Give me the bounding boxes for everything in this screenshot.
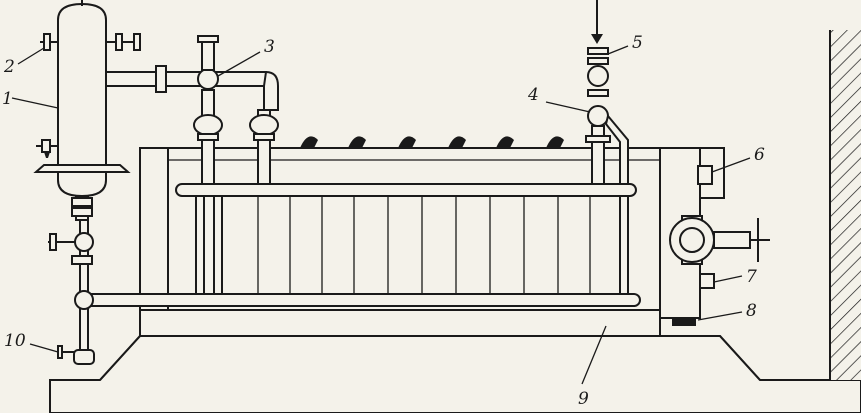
label-1: 1: [2, 89, 13, 109]
label-6: 6: [754, 145, 765, 165]
riser-pipe: [105, 35, 279, 185]
leader-lines: [11, 45, 751, 385]
label-5: 5: [632, 33, 643, 53]
upper-header-pipe: [175, 183, 637, 197]
top-burners: [300, 136, 564, 148]
side-chamber: [659, 147, 770, 326]
label-9: 9: [578, 389, 589, 409]
part-labels: 1 2 3 4 5 6 7 8 9 10: [2, 33, 765, 409]
label-4: 4: [527, 85, 539, 105]
label-2: 2: [3, 57, 15, 77]
label-3: 3: [264, 37, 275, 57]
furnace-body: [139, 147, 700, 337]
lower-header-pipe: [79, 293, 641, 307]
inlet-line: [585, 0, 629, 185]
downcomer: [48, 197, 95, 365]
vertical-tubes: [195, 196, 629, 294]
label-8: 8: [746, 301, 757, 321]
label-7: 7: [746, 267, 757, 287]
label-10: 10: [4, 331, 26, 351]
steam-drum: [33, 0, 141, 221]
